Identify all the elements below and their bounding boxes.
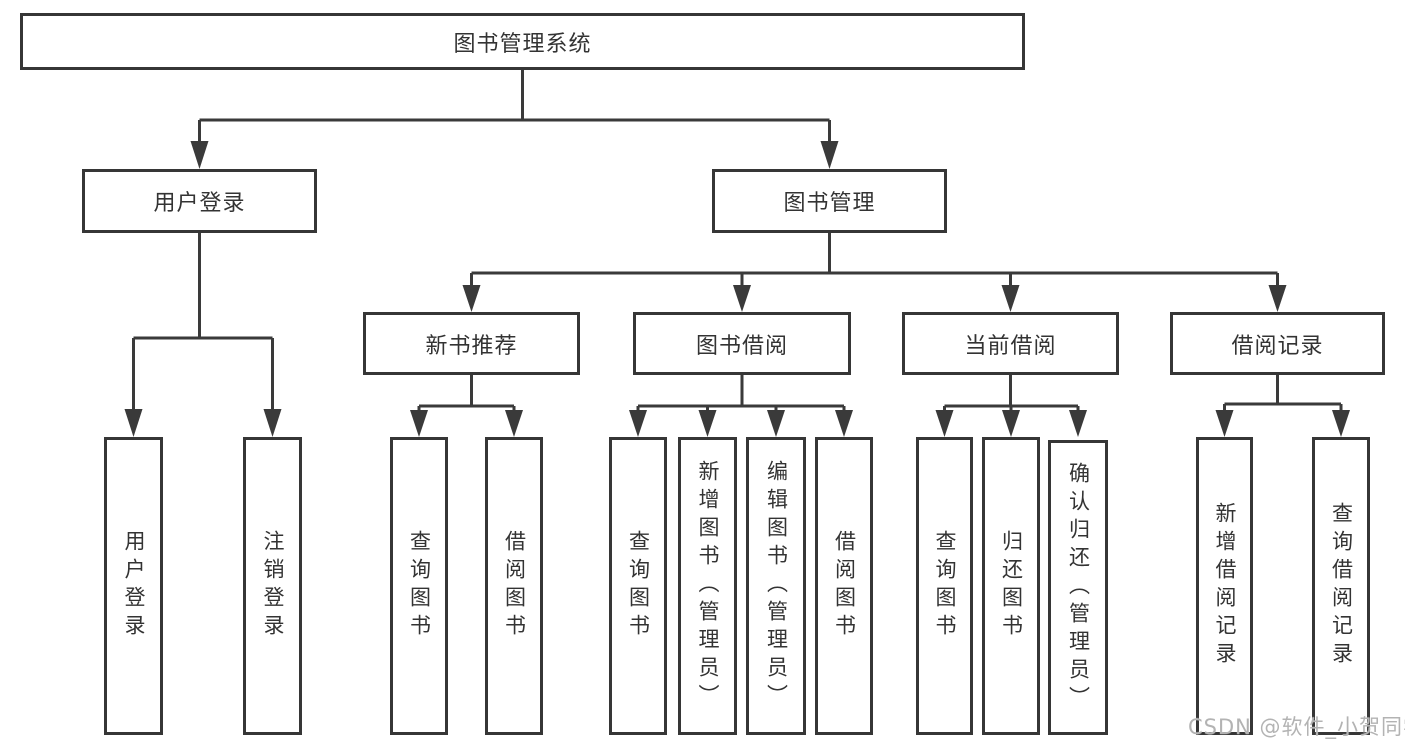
node-user-login-label: 用户登录	[153, 191, 246, 216]
node-new-book-recommend: 新书推荐	[363, 312, 580, 375]
csdn-watermark: CSDN @软件_小贺同学	[1188, 715, 1405, 739]
node-borrow-records: 借阅记录	[1170, 312, 1385, 375]
leaf-return-book: 归还图书	[982, 437, 1040, 735]
leaf-logout-label: 注销登录	[261, 530, 285, 642]
leaf-user-login: 用户登录	[104, 437, 163, 735]
arrowhead-b4	[835, 410, 853, 437]
leaf-query-books-current: 查询图书	[916, 437, 973, 735]
leaf-borrow-books-label: 借阅图书	[832, 530, 857, 642]
leaf-query-books-recommend-label: 查询图书	[407, 530, 432, 642]
leaf-return-book-label: 归还图书	[999, 530, 1024, 642]
node-new-book-recommend-label: 新书推荐	[425, 333, 518, 359]
leaf-borrow-books: 借阅图书	[815, 437, 873, 735]
arrowhead-c1	[935, 410, 954, 437]
leaf-query-books-borrow-label: 查询图书	[626, 530, 651, 642]
node-current-borrow: 当前借阅	[902, 312, 1119, 375]
node-root-label: 图书管理系统	[453, 31, 592, 57]
arrowhead-new-book	[462, 285, 481, 312]
arrowhead-d2	[1332, 410, 1350, 437]
leaf-query-borrow-record: 查询借阅记录	[1312, 437, 1370, 735]
leaf-add-book-admin: 新增图书（管理员）	[678, 437, 737, 735]
leaf-query-borrow-record-label: 查询借阅记录	[1329, 502, 1354, 670]
arrowhead-b2	[698, 410, 717, 437]
leaf-query-books-borrow: 查询图书	[609, 437, 667, 735]
arrowhead-a1	[410, 410, 428, 437]
arrowhead-book-borrow	[733, 285, 751, 312]
arrowhead-c3	[1069, 410, 1087, 437]
arrowhead-c2	[1002, 410, 1020, 437]
arrowhead-book-management	[820, 141, 839, 169]
node-book-management-label: 图书管理	[783, 191, 876, 216]
arrowhead-leaf-login	[124, 409, 143, 437]
leaf-add-borrow-record: 新增借阅记录	[1196, 437, 1253, 735]
leaf-user-login-label: 用户登录	[122, 530, 146, 642]
arrowhead-borrow-records	[1268, 285, 1287, 312]
leaf-edit-book-admin-label: 编辑图书（管理员）	[764, 460, 789, 712]
leaf-add-book-admin-label: 新增图书（管理员）	[696, 460, 720, 712]
leaf-query-books-recommend: 查询图书	[390, 437, 448, 735]
node-book-borrow: 图书借阅	[633, 312, 851, 375]
node-root: 图书管理系统	[20, 13, 1025, 70]
leaf-add-borrow-record-label: 新增借阅记录	[1213, 502, 1237, 670]
node-user-login: 用户登录	[82, 169, 317, 233]
leaf-logout: 注销登录	[243, 437, 302, 735]
node-borrow-records-label: 借阅记录	[1231, 333, 1324, 359]
arrowhead-user-login	[190, 141, 209, 169]
node-book-borrow-label: 图书借阅	[695, 333, 788, 359]
arrowhead-current-borrow	[1001, 285, 1020, 312]
leaf-confirm-return-admin-label: 确认归还（管理员）	[1066, 461, 1091, 714]
leaf-borrow-books-recommend: 借阅图书	[485, 437, 543, 735]
arrowhead-leaf-logout	[263, 409, 282, 437]
arrowhead-a2	[505, 410, 523, 437]
node-current-borrow-label: 当前借阅	[964, 333, 1057, 359]
arrowhead-b3	[767, 410, 785, 437]
leaf-query-books-current-label: 查询图书	[933, 530, 957, 642]
node-book-management: 图书管理	[712, 169, 947, 233]
arrowhead-d1	[1215, 410, 1234, 437]
leaf-edit-book-admin: 编辑图书（管理员）	[746, 437, 806, 735]
leaf-borrow-books-recommend-label: 借阅图书	[502, 530, 527, 642]
arrowhead-b1	[629, 410, 647, 437]
leaf-confirm-return-admin: 确认归还（管理员）	[1048, 440, 1108, 735]
